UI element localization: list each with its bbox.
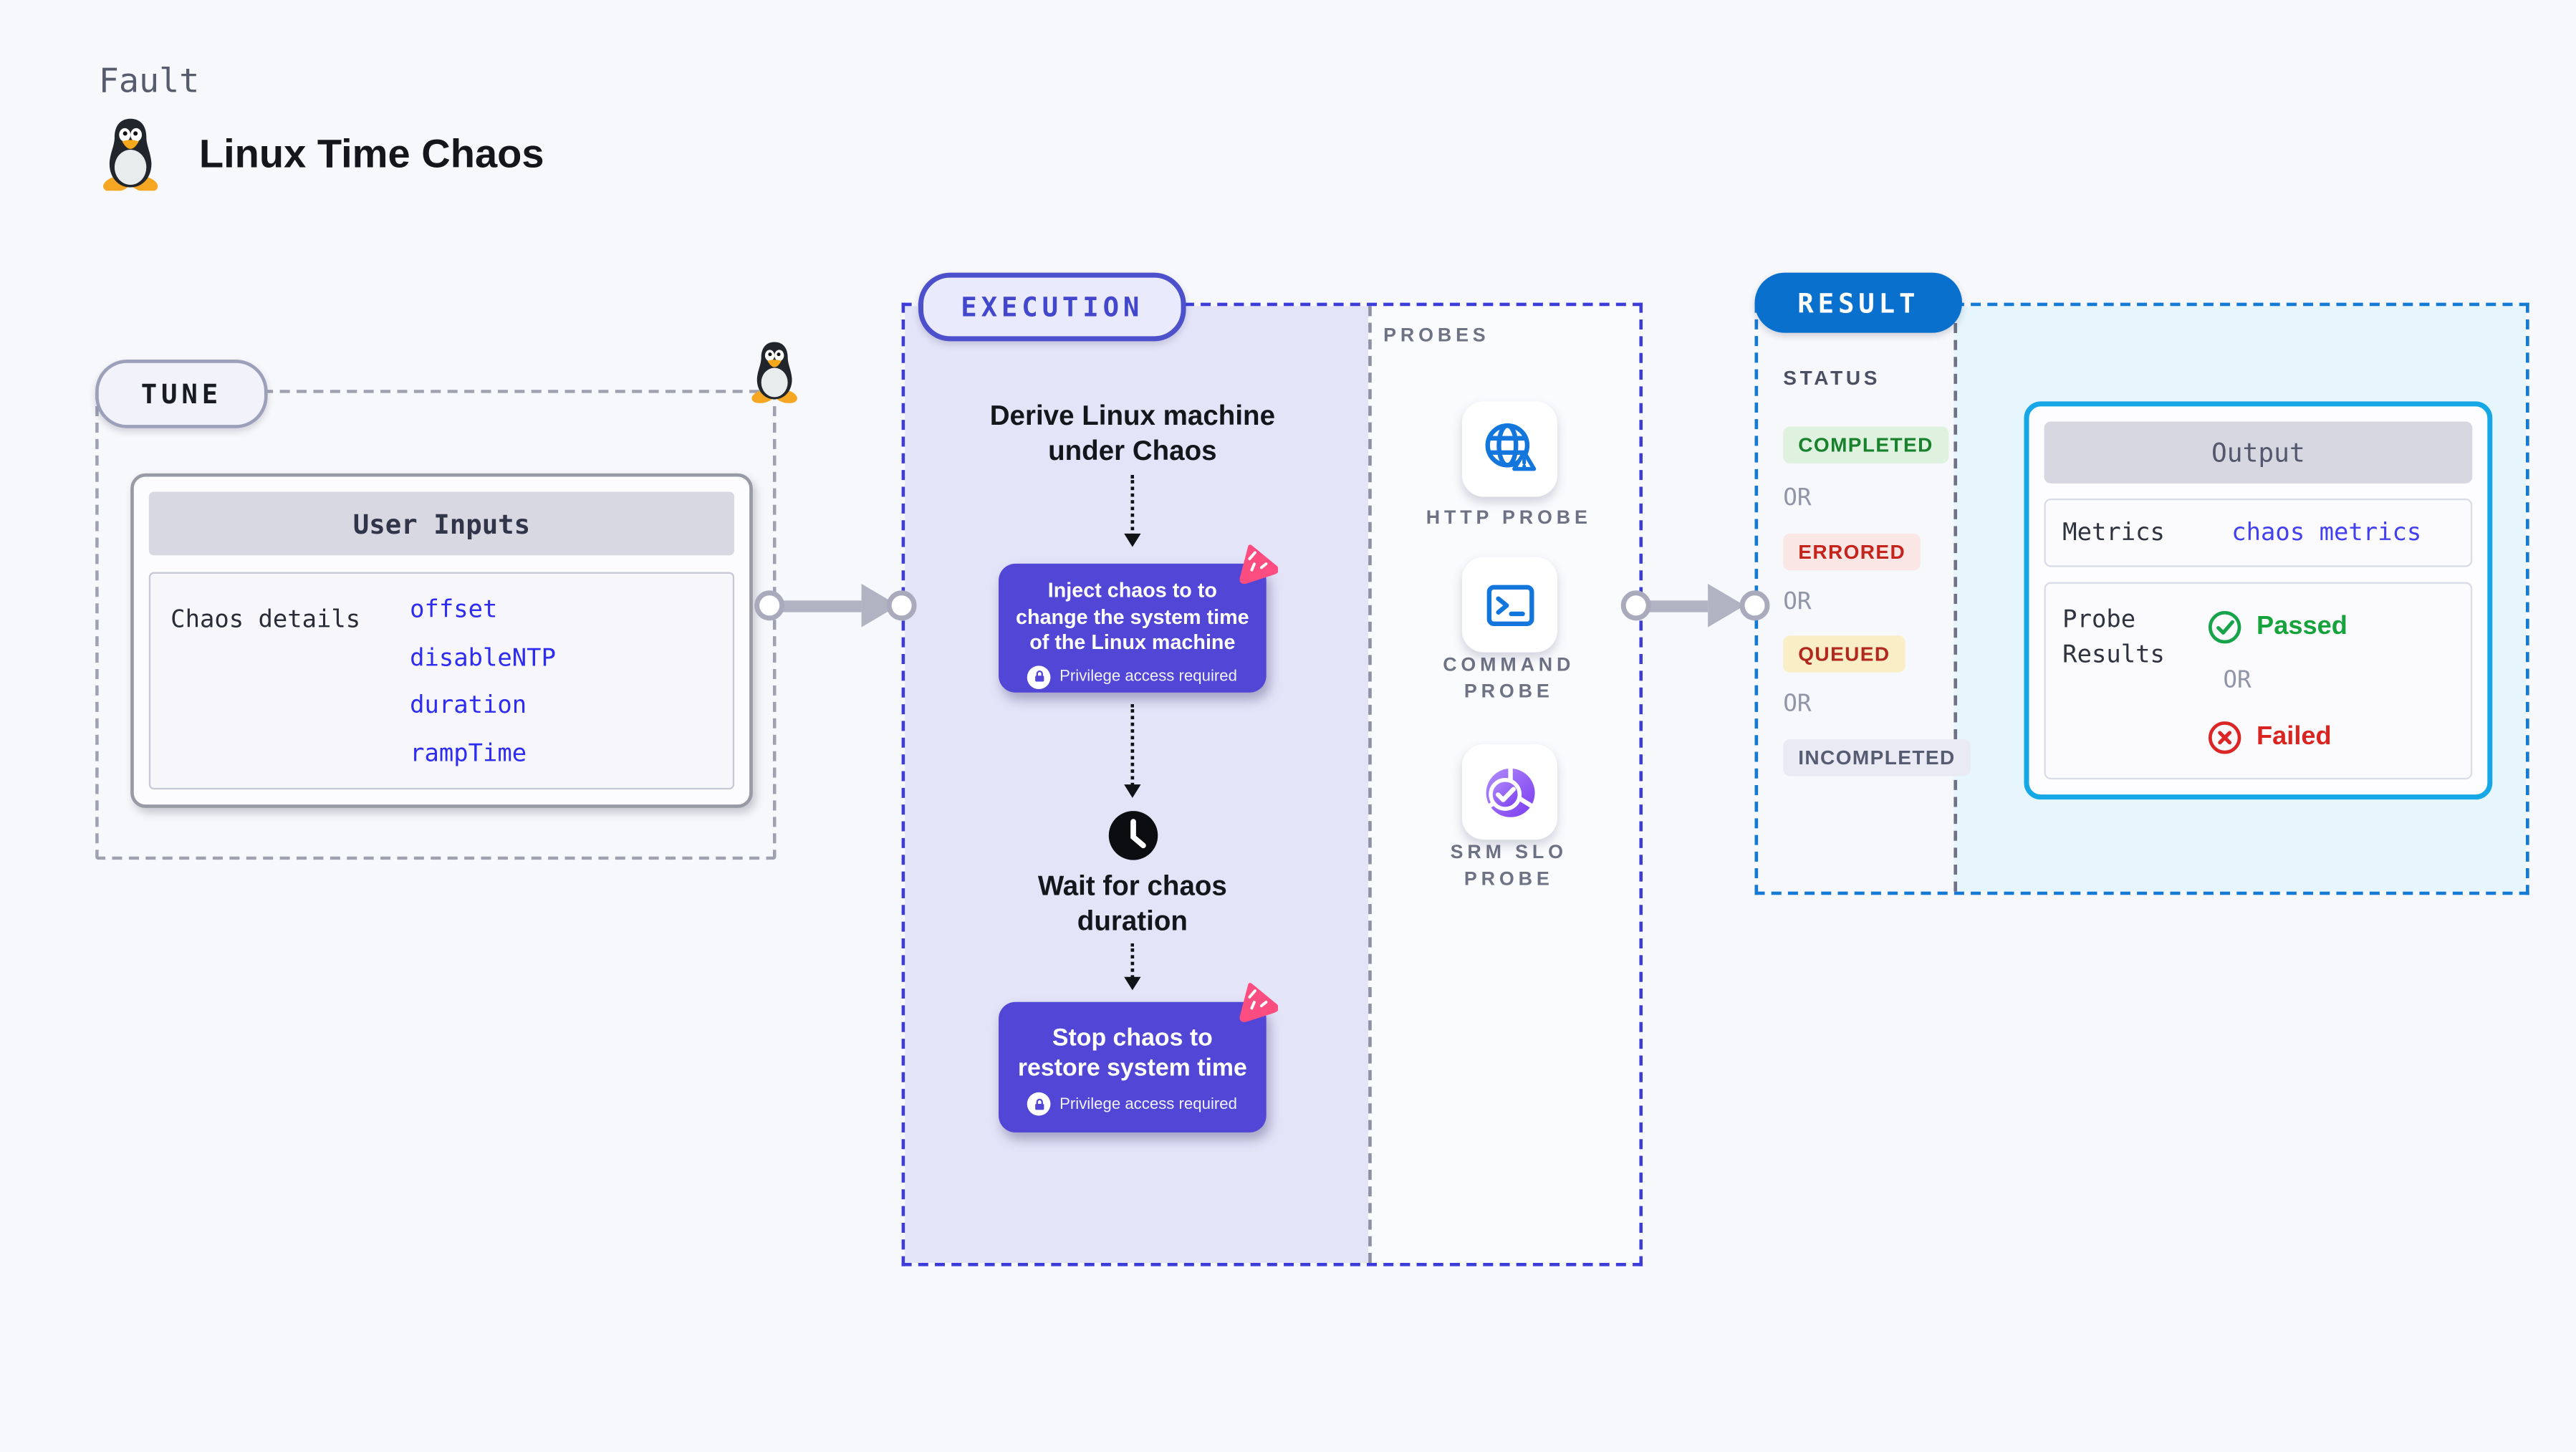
- status-badge-completed: COMPLETED: [1783, 426, 1948, 463]
- connector-node: [1620, 590, 1651, 621]
- page-title: Linux Time Chaos: [198, 132, 544, 178]
- status-badge-errored: ERRORED: [1783, 533, 1921, 571]
- param-link-offset[interactable]: offset: [410, 597, 498, 624]
- failed-result: Failed: [2206, 719, 2332, 756]
- or-separator: OR: [1783, 691, 1812, 718]
- terminal-icon: [1476, 571, 1543, 638]
- tux-penguin-icon: [100, 117, 160, 191]
- stop-chaos-step: Stop chaos to restore system time Privil…: [999, 1001, 1267, 1133]
- dotted-arrow-down: [1123, 943, 1141, 991]
- user-inputs-header: User Inputs: [148, 491, 735, 556]
- user-inputs-table: Chaos details offset disableNTP duration…: [148, 572, 735, 790]
- derive-step-text: Derive Linux machine under Chaos: [989, 401, 1276, 466]
- chaos-icon: [1233, 979, 1279, 1024]
- metrics-row: Metrics chaos metrics: [2044, 498, 2473, 567]
- status-badge-incompleted: INCOMPLETED: [1783, 739, 1971, 777]
- flow-arrow-shaft: [774, 600, 862, 612]
- or-separator: OR: [1783, 588, 1812, 616]
- param-link-disablentp[interactable]: disableNTP: [410, 645, 556, 672]
- metrics-label: Metrics: [2062, 519, 2165, 547]
- or-separator: OR: [1783, 485, 1812, 512]
- tune-label-pill: TUNE: [95, 360, 268, 428]
- passed-result: Passed: [2206, 609, 2347, 645]
- probe-results-row: Probe Results Passed OR F: [2044, 582, 2473, 780]
- output-card: Output Metrics chaos metrics Probe Resul…: [2024, 401, 2493, 800]
- probes-heading: PROBES: [1383, 326, 1490, 347]
- tune-section-box: [95, 390, 777, 860]
- lock-icon: [1027, 1092, 1052, 1116]
- param-link-ramptime[interactable]: rampTime: [410, 740, 527, 767]
- or-separator: OR: [2223, 667, 2251, 695]
- param-list: offset disableNTP duration rampTime: [410, 587, 556, 778]
- chaos-icon: [1233, 540, 1279, 585]
- connector-node: [886, 590, 917, 621]
- output-header: Output: [2044, 421, 2473, 484]
- probe-label: SRM SLO PROBE: [1450, 842, 1567, 890]
- probe-card-srm-slo: [1461, 744, 1557, 840]
- privilege-note-text: Privilege access required: [1059, 667, 1237, 686]
- execution-label-pill: EXECUTION: [918, 272, 1186, 342]
- x-circle-icon: [2206, 719, 2243, 756]
- user-inputs-card: User Inputs Chaos details offset disable…: [130, 473, 753, 808]
- clock-icon: [1106, 808, 1161, 863]
- privilege-note: Privilege access required: [999, 665, 1267, 688]
- result-label-pill: RESULT: [1754, 272, 1963, 333]
- connector-node: [754, 590, 785, 621]
- lock-icon: [1027, 665, 1052, 688]
- status-heading: STATUS: [1783, 366, 1881, 390]
- probe-label: HTTP PROBE: [1426, 508, 1592, 529]
- slo-donut-check-icon: [1476, 759, 1543, 825]
- check-circle-icon: [2206, 609, 2243, 645]
- stop-step-text: Stop chaos to restore system time: [1017, 1025, 1247, 1082]
- status-badge-queued: QUEUED: [1783, 635, 1905, 673]
- inject-step-text: Inject chaos to to change the system tim…: [1016, 578, 1249, 655]
- privilege-note-text: Privilege access required: [1059, 1095, 1237, 1114]
- inject-chaos-step: Inject chaos to to change the system tim…: [999, 563, 1267, 693]
- param-link-duration[interactable]: duration: [410, 692, 527, 720]
- dotted-arrow-down: [1123, 704, 1141, 798]
- flow-arrow-shaft: [1640, 600, 1708, 612]
- tux-penguin-icon: [749, 340, 799, 403]
- connector-node: [1739, 590, 1770, 621]
- metrics-value-link[interactable]: chaos metrics: [2231, 519, 2422, 547]
- failed-label: Failed: [2257, 722, 2332, 751]
- probe-card-command: [1461, 557, 1557, 653]
- dotted-arrow-down: [1123, 475, 1141, 547]
- globe-alert-icon: [1476, 415, 1543, 482]
- probe-label: COMMAND PROBE: [1443, 655, 1575, 703]
- result-divider: [1953, 306, 1958, 892]
- chaos-details-label: Chaos details: [170, 607, 361, 635]
- flow-arrowhead: [1708, 583, 1745, 628]
- privilege-note: Privilege access required: [999, 1092, 1267, 1116]
- probes-divider: [1368, 306, 1372, 1264]
- wait-step-text: Wait for chaos duration: [1037, 871, 1227, 936]
- passed-label: Passed: [2257, 612, 2347, 641]
- header-kicker: Fault: [98, 60, 200, 101]
- probe-results-label: Probe Results: [2062, 607, 2165, 670]
- probe-card-http: [1461, 401, 1557, 497]
